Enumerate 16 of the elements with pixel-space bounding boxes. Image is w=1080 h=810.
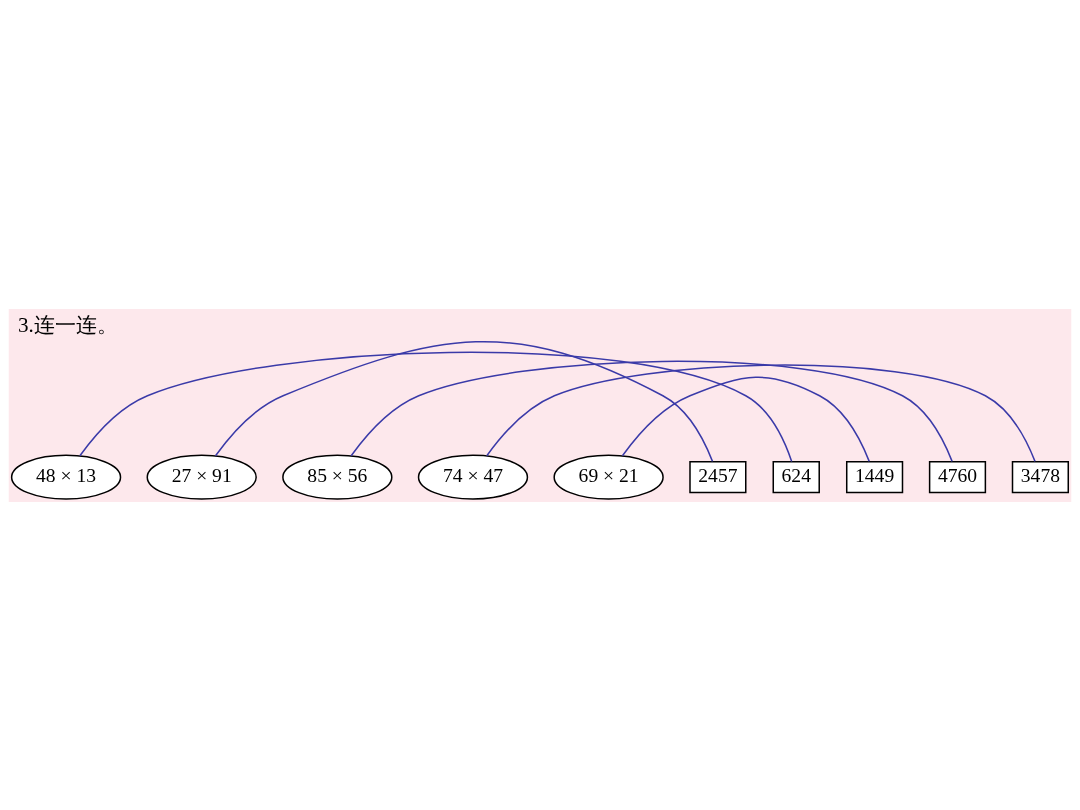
node-box: 4760 (928, 460, 987, 493)
connector (214, 340, 714, 462)
connector (621, 376, 870, 462)
node-ellipse: 74 × 47 (417, 454, 529, 500)
node-box: 2457 (689, 460, 747, 493)
connector (79, 351, 793, 462)
node-ellipse: 27 × 91 (146, 454, 257, 500)
diagram-title: 3.连一连。 (17, 312, 118, 337)
node-box: 1449 (845, 460, 904, 493)
node-ellipse: 85 × 56 (282, 454, 393, 500)
node-box: 3478 (1011, 460, 1070, 493)
node-box: 624 (772, 460, 820, 493)
node-ellipse: 69 × 21 (553, 454, 664, 500)
node-ellipse: 48 × 13 (10, 454, 122, 500)
connector (486, 363, 1036, 462)
connector (350, 360, 953, 462)
